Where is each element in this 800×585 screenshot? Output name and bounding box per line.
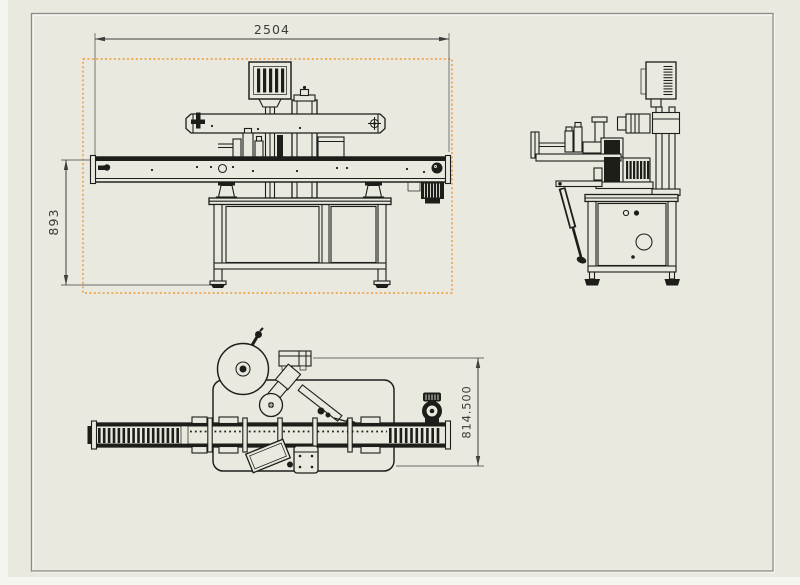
sheet-border [30,12,774,572]
peel-roller [258,392,284,418]
arrowhead-left [95,36,105,42]
conveyor-front [89,154,452,185]
front-machine [89,61,452,288]
arrowhead-right [439,36,449,42]
dimension-label-height[interactable]: 893 [46,208,61,235]
dimension-top-depth[interactable]: 814.500 [313,357,484,467]
top-view[interactable]: 814.500 [87,327,485,474]
dimension-label-width[interactable]: 2504 [254,22,290,37]
window-edge-left [0,0,8,585]
labeling-head-parts [218,127,345,159]
dimension-front-width[interactable]: 2504 [94,22,450,158]
label-applicator-beam [185,112,386,134]
machine-table-front [208,197,392,288]
control-panel [248,61,292,199]
mount-plate-top [293,444,319,474]
dimension-front-height[interactable]: 893 [46,159,216,286]
side-view[interactable] [530,61,681,286]
arrowhead-top [475,358,481,368]
guide-rail-clamps [191,416,381,454]
gas-strut [555,180,603,264]
drive-motor-front [407,181,444,204]
sheet-border-highlight [32,14,775,573]
dimension-label-depth[interactable]: 814.500 [460,385,474,438]
label-roll [216,327,270,396]
head-mechanism-side [530,116,624,183]
machine-table-side [584,193,680,286]
top-machine [87,327,452,474]
drive-motor-top [422,392,442,424]
front-view[interactable]: 2504 893 [46,22,453,294]
head-bracket-top [278,350,312,371]
control-box-side [640,61,677,108]
window-edge-bottom [0,577,800,585]
ribbed-motor-side [595,157,654,190]
arrowhead-bottom [475,456,481,466]
applicator-assembly-top [265,363,357,426]
arrowhead-top [63,160,69,170]
view-selection-box[interactable] [82,58,453,294]
control-pendant-top [244,438,293,474]
stepper-motor-side [616,113,651,134]
side-machine [530,61,681,286]
arrowhead-bottom [63,275,69,285]
